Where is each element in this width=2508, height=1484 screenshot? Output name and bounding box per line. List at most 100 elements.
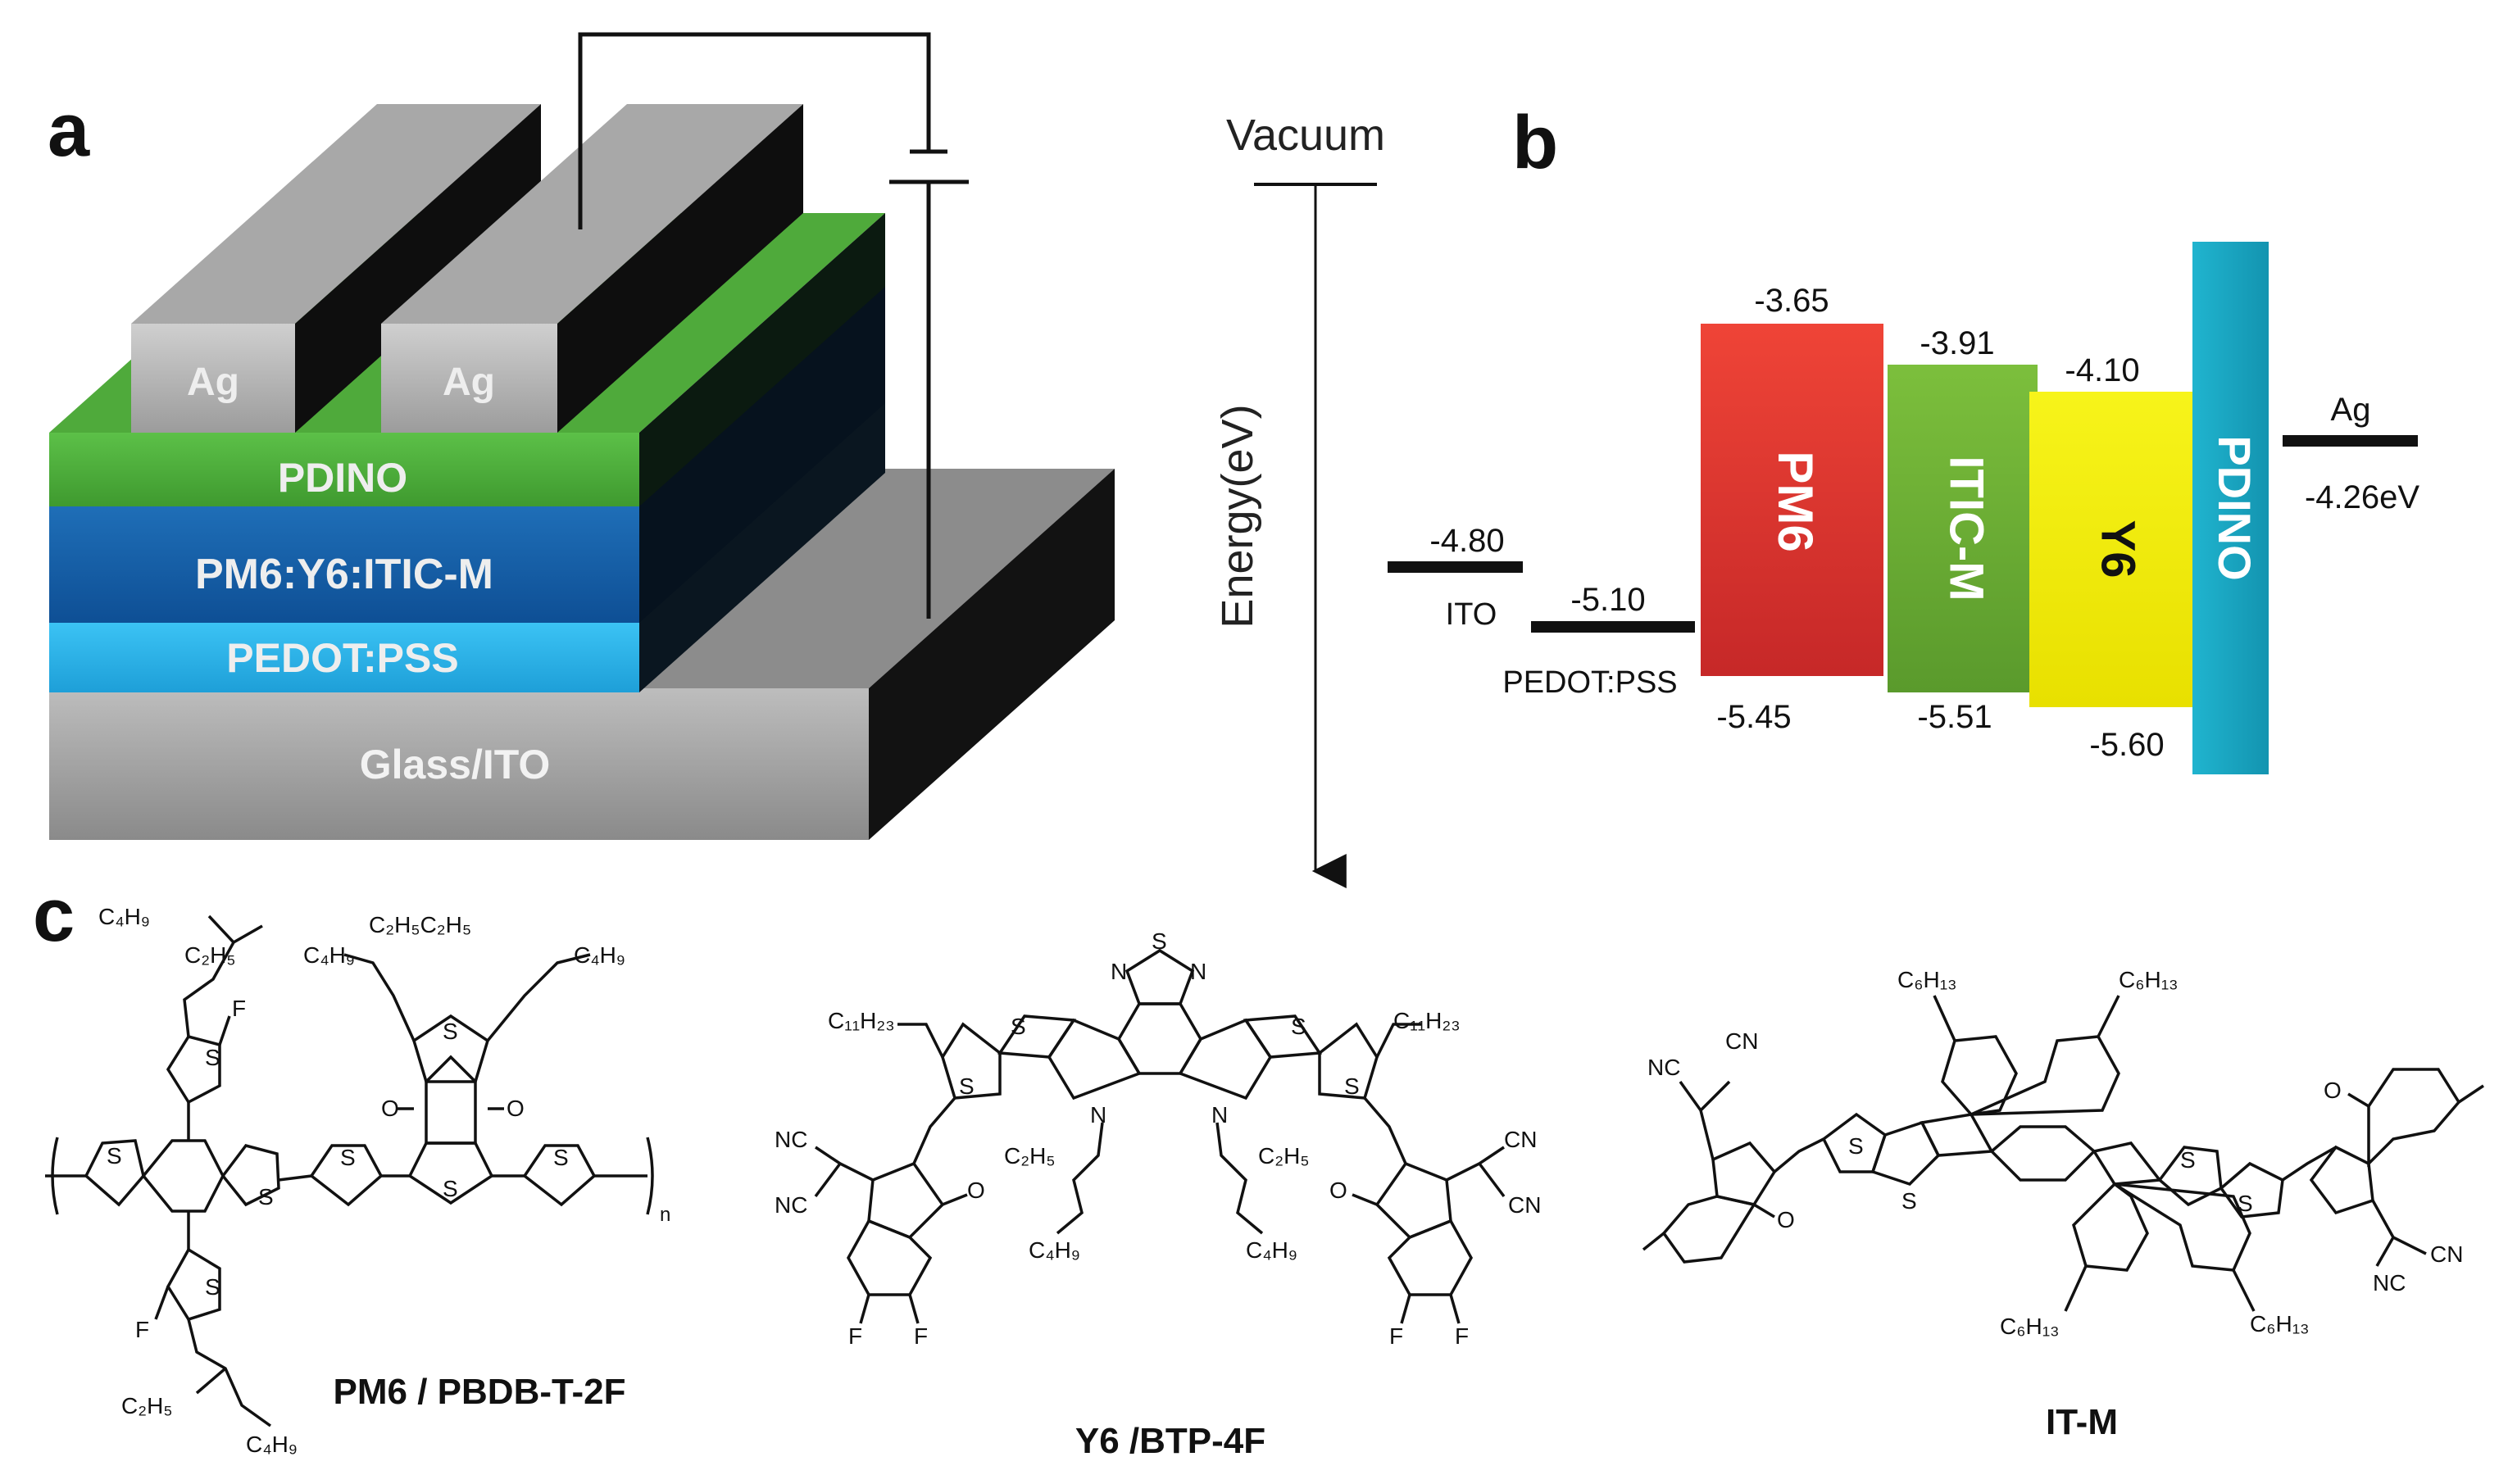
itm-label-s4: S	[2238, 1191, 2253, 1216]
pm6-label-f-2: F	[135, 1317, 149, 1342]
circuit-wire-top	[578, 32, 931, 229]
glass-side-face	[869, 469, 1115, 840]
pm6-side-thiophene-top	[166, 1034, 221, 1105]
pm6-label-c2h5-1: C₂H₅	[184, 942, 236, 968]
y6-label-c11h23-l: C₁₁H₂₃	[828, 1008, 895, 1033]
y6-band	[2029, 392, 2201, 707]
itm-end-right-5ring	[2309, 1145, 2374, 1215]
y6-pyrrole-right	[1178, 1018, 1273, 1101]
y6-vinyl-right	[1363, 1096, 1407, 1164]
ag-1-label: Ag	[187, 361, 239, 404]
pm6-label-c4h9-1: C₄H₉	[98, 904, 150, 929]
y6-thiadiazole	[1125, 948, 1195, 1005]
glass-front-face	[49, 688, 869, 840]
glass-top-face	[639, 469, 1115, 688]
y6-undecyl-left	[897, 1023, 944, 1058]
itic-m-homo: -5.51	[1917, 699, 1992, 735]
panel-b-letter: b	[1512, 101, 1558, 184]
pm6-bracket-right	[646, 1137, 654, 1215]
itm-vinyl-left	[1773, 1137, 1824, 1173]
y6-end-left-benzene	[846, 1219, 933, 1296]
y6-homo: -5.60	[2089, 727, 2164, 763]
pm6-label-o-2: O	[507, 1096, 525, 1121]
pm6-benzene-core	[141, 1139, 225, 1213]
y6-label-c11h23-r: C₁₁H₂₃	[1393, 1008, 1461, 1033]
ag-value: -4.26eV	[2305, 479, 2419, 515]
itm-methyl-right	[2458, 1084, 2484, 1104]
y6-lumo: -4.10	[2065, 352, 2139, 388]
ag-1-front-face	[131, 324, 295, 433]
y6-dcv-left-a	[815, 1146, 874, 1182]
itm-hexyl-4	[2232, 1269, 2256, 1312]
pm6-bdd-quinone	[425, 1055, 477, 1145]
y6-undecyl-right	[1375, 1023, 1422, 1058]
panel-c-letter: c	[33, 874, 75, 957]
active-front-face	[49, 504, 639, 623]
pm6-label-s-7: S	[553, 1145, 569, 1170]
y6-label-f2: F	[914, 1323, 928, 1349]
y6-dcv-right-b	[1478, 1162, 1506, 1198]
ag-2-front-face	[381, 324, 557, 433]
y6-alkyl-left	[1056, 1122, 1104, 1235]
itm-th-3	[2157, 1146, 2223, 1207]
chemical-structures: c	[33, 874, 2484, 1461]
itic-m-band-label: ITIC-M	[1940, 456, 1993, 601]
pm6-band	[1701, 324, 1883, 676]
y6-f-bond-r1	[1400, 1294, 1411, 1324]
y6-label-n2: N	[1190, 959, 1206, 984]
itm-label-o-l: O	[1777, 1207, 1795, 1232]
pm6-label-o-1: O	[381, 1096, 399, 1121]
y6-f-bond-r2	[1449, 1294, 1461, 1324]
y6-label-nN2: N	[1211, 1102, 1228, 1128]
itm-vinyl-right	[2282, 1146, 2337, 1182]
itm-dcv-right-b	[2375, 1237, 2395, 1267]
pdino-layer-label: PDINO	[278, 455, 407, 501]
pm6-label-c2h5-2: C₂H₅	[121, 1393, 173, 1418]
itm-label-c6h13-2: C₆H₁₃	[2119, 967, 2179, 992]
itm-end-left-5ring	[1711, 1141, 1777, 1206]
y6-co-left	[942, 1193, 968, 1206]
itm-label-c6h13-3: C₆H₁₃	[2000, 1314, 2060, 1339]
pm6-label-f-1: F	[232, 996, 246, 1021]
itm-hexyl-3	[2064, 1265, 2088, 1312]
pm6-thiophene-b	[220, 1144, 280, 1207]
y6-label-o-l: O	[967, 1178, 985, 1203]
y6-vinyl-left	[912, 1096, 956, 1164]
pdino-side-face	[639, 213, 885, 506]
substrate-layer-label: Glass/ITO	[360, 742, 551, 787]
y6-label-f3: F	[1389, 1323, 1403, 1349]
pm6-lumo: -3.65	[1754, 283, 1829, 319]
y6-pyrrole-left	[1047, 1018, 1142, 1101]
ag-1-side-face	[295, 104, 541, 433]
pm6-label-s-8: S	[205, 1274, 220, 1300]
ag-1-top-face	[131, 104, 541, 324]
itm-label-o-r: O	[2324, 1078, 2342, 1103]
itm-label-nc-l: NC	[1647, 1055, 1680, 1080]
y6-thieno-right-1	[1243, 1014, 1323, 1059]
ito-value: -4.80	[1429, 523, 1504, 559]
pm6-label-s-3: S	[443, 1176, 458, 1201]
y6-dcv-left-b	[814, 1162, 842, 1198]
itm-co-right	[2347, 1092, 2369, 1108]
pedot-label: PEDOT:PSS	[1502, 665, 1677, 700]
y6-label-nc-l2: NC	[775, 1192, 807, 1218]
y6-label-n1: N	[1111, 959, 1127, 984]
y6-thieno-right-2	[1318, 1022, 1379, 1100]
y6-structure	[814, 948, 1506, 1324]
itm-structure	[1642, 995, 2484, 1312]
itm-cp-right	[2092, 1141, 2163, 1186]
itic-m-band	[1888, 365, 2038, 692]
vacuum-label: Vacuum	[1226, 111, 1385, 160]
itm-label-cn-l: CN	[1725, 1028, 1758, 1054]
y6-label-f1: F	[848, 1323, 862, 1349]
pm6-alkyl-bottom-branch	[195, 1367, 227, 1395]
pm6-label-c4h9-2: C₄H₉	[303, 942, 355, 968]
itm-label-cn-r: CN	[2430, 1241, 2463, 1267]
itm-phenyl-2	[1970, 1035, 2120, 1116]
itm-label-c6h13-4: C₆H₁₃	[2250, 1311, 2310, 1337]
pm6-label-c2h5c2h5: C₂H₅C₂H₅	[369, 912, 471, 937]
panel-a-letter: a	[48, 88, 90, 172]
y6-f-bond-l2	[908, 1294, 920, 1324]
pm6-bdd-alkyl-right	[486, 953, 591, 1042]
